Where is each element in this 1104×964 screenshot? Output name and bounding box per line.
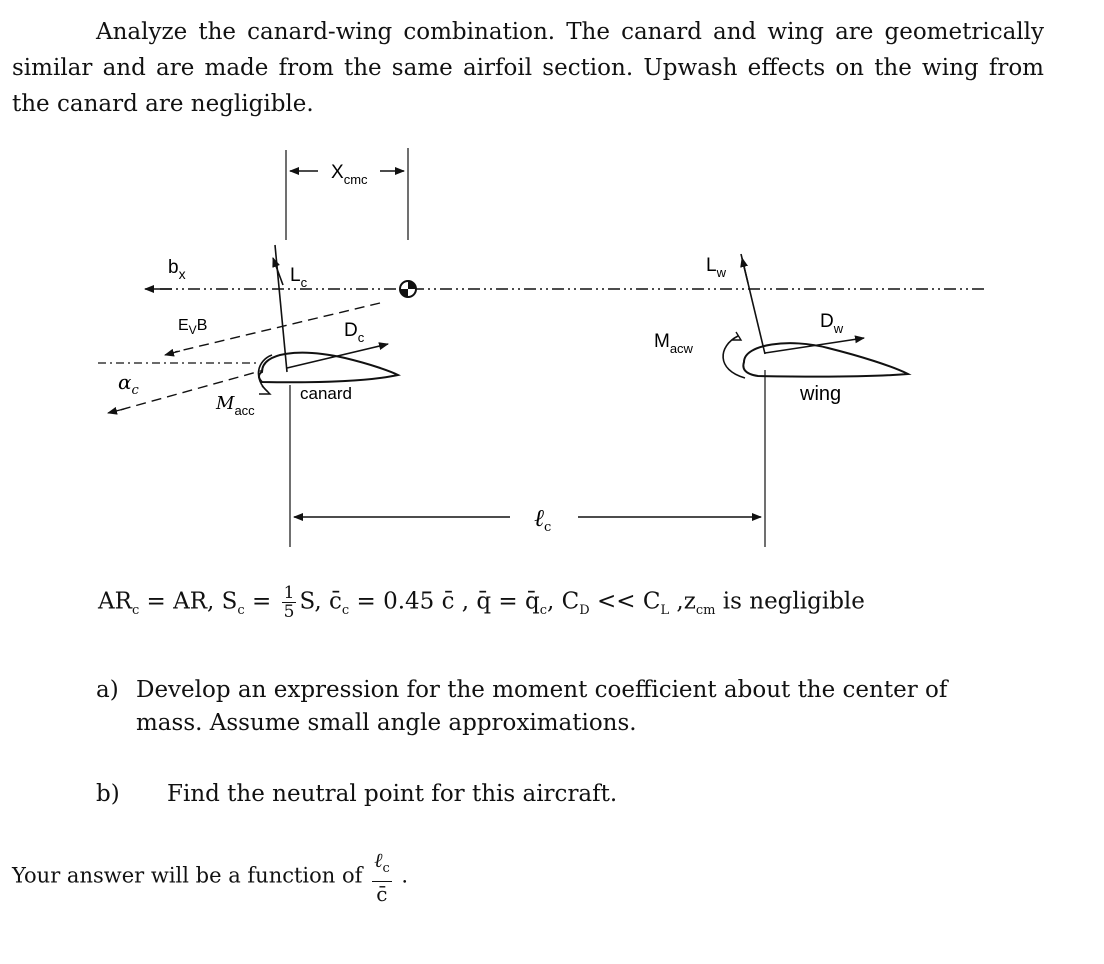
question-a-label: a) [96, 677, 119, 703]
velocity-vector: EVB [164, 302, 381, 357]
svg-text:Macc: Macc [215, 393, 255, 418]
dc-label: D [344, 320, 358, 341]
svg-text:bx: bx [168, 257, 186, 282]
lc-sub: c [301, 275, 308, 290]
macc-label: M [215, 393, 235, 414]
wing-airfoil: Lw Dw Macw wing [654, 253, 912, 405]
bx-sub: x [179, 266, 186, 282]
xcm-sub: cmc [344, 172, 368, 187]
svg-text:Lc: Lc [290, 265, 308, 290]
svg-text:αc: αc [118, 370, 140, 398]
evb-tail: B [197, 317, 208, 334]
macw-label: M [654, 331, 670, 352]
macw-sub: acw [670, 341, 694, 356]
lc-dist-label: ℓ [534, 504, 544, 532]
macc-sub: acc [234, 403, 255, 418]
alpha-label: α [118, 370, 132, 394]
canard-lift-arrow [272, 257, 284, 286]
question-b: b) Find the neutral point for this aircr… [96, 778, 617, 811]
answer-text: Your answer will be a function of [12, 863, 363, 888]
canard-lift-line [274, 244, 288, 373]
lw-label: L [706, 255, 717, 276]
svg-text:Macw: Macw [654, 331, 694, 356]
wing-moment-arc [722, 335, 746, 379]
svg-text:Dc: Dc [344, 320, 365, 345]
evb-sub: V [189, 323, 197, 337]
lw-sub: w [716, 265, 727, 280]
svg-text:ℓc: ℓc [534, 504, 551, 535]
lc-dimension: ℓc [289, 370, 766, 547]
canard-drag-arrow [286, 342, 389, 369]
question-b-text: Find the neutral point for this aircraft… [167, 781, 618, 807]
dc-sub: c [358, 330, 365, 345]
problem-statement: Analyze the canard-wing combination. The… [12, 19, 1044, 117]
dw-label: D [820, 311, 834, 332]
question-a: a) Develop an expression for the moment … [96, 674, 1014, 740]
xcm-label: X [331, 162, 344, 183]
canard-airfoil: Lc Dc canard Macc [215, 244, 401, 418]
bx-label: b [168, 257, 179, 278]
alpha-line: αc [107, 359, 301, 415]
alpha-sub: c [132, 383, 140, 398]
svg-text:EVB: EVB [178, 317, 207, 337]
dw-sub: w [833, 321, 844, 336]
evb-label: E [178, 317, 189, 334]
svg-text:Dw: Dw [820, 311, 844, 336]
wing-drag-arrow [764, 335, 865, 354]
lc-label: L [290, 265, 301, 286]
body-axis: bx [144, 257, 985, 293]
wing-label: wing [799, 383, 841, 405]
question-a-text: Develop an expression for the moment coe… [136, 677, 948, 736]
question-b-label: b) [96, 781, 120, 807]
canard-label: canard [300, 384, 352, 403]
wing-lift-arrow [740, 257, 749, 284]
xcm-dimension: Xcmc [285, 148, 409, 240]
center-of-mass-symbol [399, 280, 417, 298]
svg-text:Xcmc: Xcmc [331, 162, 368, 187]
svg-text:Lw: Lw [706, 255, 727, 280]
lc-dist-sub: c [544, 520, 551, 535]
